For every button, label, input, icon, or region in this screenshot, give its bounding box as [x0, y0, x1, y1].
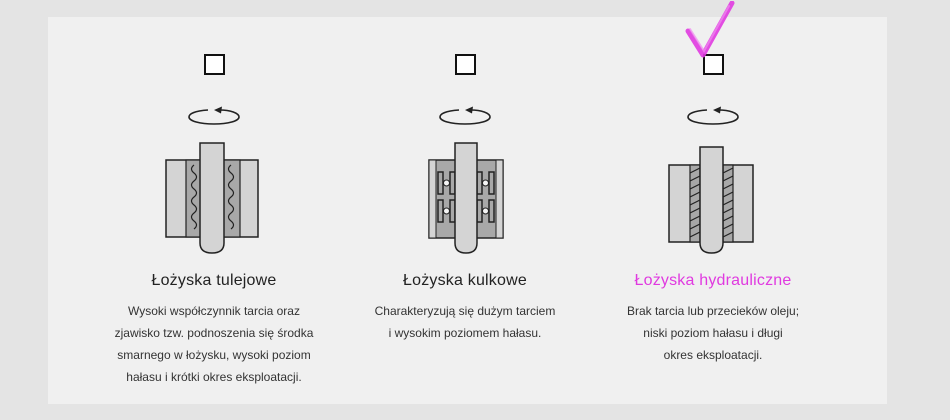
checkbox-unchecked[interactable]: [204, 54, 225, 75]
ball-bearing-icon: [428, 142, 504, 254]
checkmark-icon: [685, 1, 735, 58]
option-description: Wysoki współczynnik tarcia oraz zjawisko…: [114, 304, 314, 384]
rotation-arrow-icon: [439, 106, 491, 125]
option-sleeve-bearing[interactable]: Łożyska tulejowe Wysoki współczynnik tar…: [84, 17, 344, 404]
option-ball-bearing[interactable]: Łożyska kulkowe Charakteryzują się dużym…: [335, 17, 595, 404]
option-title: Łożyska kulkowe: [403, 272, 527, 289]
option-title: Łożyska tulejowe: [151, 272, 277, 289]
option-hydraulic-bearing[interactable]: Łożyska hydrauliczne Brak tarcia lub prz…: [583, 1, 843, 404]
option-description: Charakteryzują się dużym tarciem i wysok…: [374, 304, 556, 340]
sleeve-bearing-icon: [165, 142, 259, 254]
hydraulic-bearing-icon: [668, 146, 754, 254]
checkbox-checked[interactable]: [703, 54, 724, 75]
bearing-comparison-panel: Łożyska tulejowe Wysoki współczynnik tar…: [48, 1, 887, 404]
rotation-arrow-icon: [188, 106, 240, 125]
option-title: Łożyska hydrauliczne: [634, 272, 792, 289]
checkbox-unchecked[interactable]: [455, 54, 476, 75]
option-description: Brak tarcia lub przecieków oleju; niski …: [626, 304, 800, 362]
rotation-arrow-icon: [687, 106, 739, 125]
